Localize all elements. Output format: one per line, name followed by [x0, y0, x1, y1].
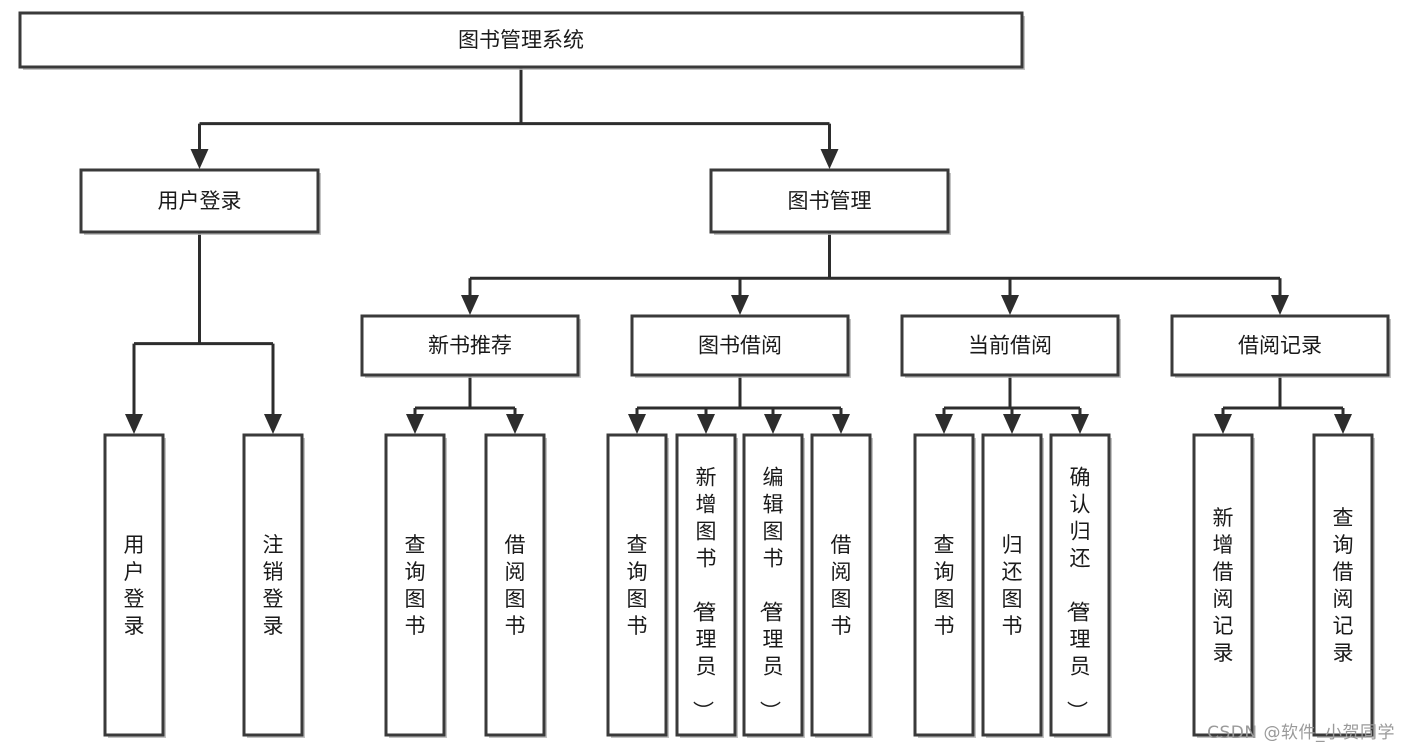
- node-new-book-rec[interactable]: 新书推荐: [360, 314, 581, 378]
- node-root[interactable]: 图书管理系统: [18, 11, 1025, 70]
- node-label: 查询图书: [934, 533, 955, 638]
- node-label: 查询图书: [627, 533, 648, 638]
- node-leaf-user-logout[interactable]: 注销登录: [242, 433, 305, 738]
- node-leaf-bb-query[interactable]: 查询图书: [606, 433, 669, 738]
- node-leaf-bb-borrow[interactable]: 借阅图书: [810, 433, 873, 738]
- node-label: 查询图书: [405, 533, 426, 638]
- edge-group-book-borrow: [628, 375, 850, 434]
- node-box[interactable]: [360, 314, 580, 377]
- node-box[interactable]: [79, 168, 320, 234]
- node-leaf-cb-query[interactable]: 查询图书: [913, 433, 976, 738]
- node-label: 新增图书（管理员）: [691, 466, 717, 722]
- node-label: 注销登录: [263, 533, 284, 638]
- node-book-borrow[interactable]: 图书借阅: [630, 314, 851, 378]
- node-label: 借阅记录: [1238, 334, 1322, 358]
- node-leaf-bb-add[interactable]: 新增图书（管理员）: [675, 433, 738, 738]
- node-label: 用户登录: [158, 189, 242, 213]
- edge-group-current-borrow: [935, 375, 1089, 434]
- node-current-borrow[interactable]: 当前借阅: [900, 314, 1121, 378]
- node-box[interactable]: [1049, 433, 1111, 737]
- node-box[interactable]: [606, 433, 668, 737]
- node-label: 借阅图书: [505, 533, 526, 638]
- node-borrow-record[interactable]: 借阅记录: [1170, 314, 1391, 378]
- node-box[interactable]: [981, 433, 1043, 737]
- node-box[interactable]: [384, 433, 446, 737]
- edge-group-user-login: [125, 232, 282, 434]
- node-label: 查询借阅记录: [1333, 506, 1354, 665]
- node-leaf-br-add[interactable]: 新增借阅记录: [1192, 433, 1255, 738]
- node-label: 当前借阅: [968, 334, 1052, 358]
- node-label: 编辑图书（管理员）: [758, 466, 784, 722]
- node-box[interactable]: [18, 11, 1024, 69]
- node-box[interactable]: [630, 314, 850, 377]
- node-label: 确认归还（管理员）: [1065, 466, 1091, 722]
- edge-group-book-manage: [461, 232, 1289, 315]
- node-box[interactable]: [103, 433, 165, 737]
- node-box[interactable]: [1312, 433, 1374, 737]
- node-box[interactable]: [742, 433, 804, 737]
- node-leaf-br-query[interactable]: 查询借阅记录: [1312, 433, 1375, 738]
- node-leaf-bb-edit[interactable]: 编辑图书（管理员）: [742, 433, 805, 738]
- node-box[interactable]: [900, 314, 1120, 377]
- node-leaf-rec-query[interactable]: 查询图书: [384, 433, 447, 738]
- node-label: 图书管理系统: [458, 28, 584, 52]
- node-label: 用户登录: [124, 533, 145, 638]
- edge-group-new-book-rec: [406, 375, 524, 434]
- node-label: 新增借阅记录: [1213, 506, 1234, 665]
- node-box[interactable]: [242, 433, 304, 737]
- edges-layer: [125, 67, 1352, 434]
- node-box[interactable]: [484, 433, 546, 737]
- node-box[interactable]: [1170, 314, 1390, 377]
- node-label: 归还图书: [1002, 533, 1023, 638]
- node-label: 图书管理: [788, 189, 872, 213]
- node-box[interactable]: [1192, 433, 1254, 737]
- node-leaf-user-login[interactable]: 用户登录: [103, 433, 166, 738]
- node-label: 图书借阅: [698, 334, 782, 358]
- node-label: 借阅图书: [831, 533, 852, 638]
- nodes-layer: 图书管理系统用户登录图书管理新书推荐图书借阅当前借阅借阅记录用户登录注销登录查询…: [18, 11, 1391, 738]
- node-leaf-rec-borrow[interactable]: 借阅图书: [484, 433, 547, 738]
- node-user-login[interactable]: 用户登录: [79, 168, 321, 235]
- node-leaf-cb-return[interactable]: 归还图书: [981, 433, 1044, 738]
- node-book-manage[interactable]: 图书管理: [709, 168, 951, 235]
- node-leaf-cb-confirm[interactable]: 确认归还（管理员）: [1049, 433, 1112, 738]
- edge-group-borrow-record: [1214, 375, 1352, 434]
- node-label: 新书推荐: [428, 334, 512, 358]
- node-box[interactable]: [709, 168, 950, 234]
- node-box[interactable]: [675, 433, 737, 737]
- node-box[interactable]: [810, 433, 872, 737]
- edge-group-root: [190, 67, 839, 169]
- node-box[interactable]: [913, 433, 975, 737]
